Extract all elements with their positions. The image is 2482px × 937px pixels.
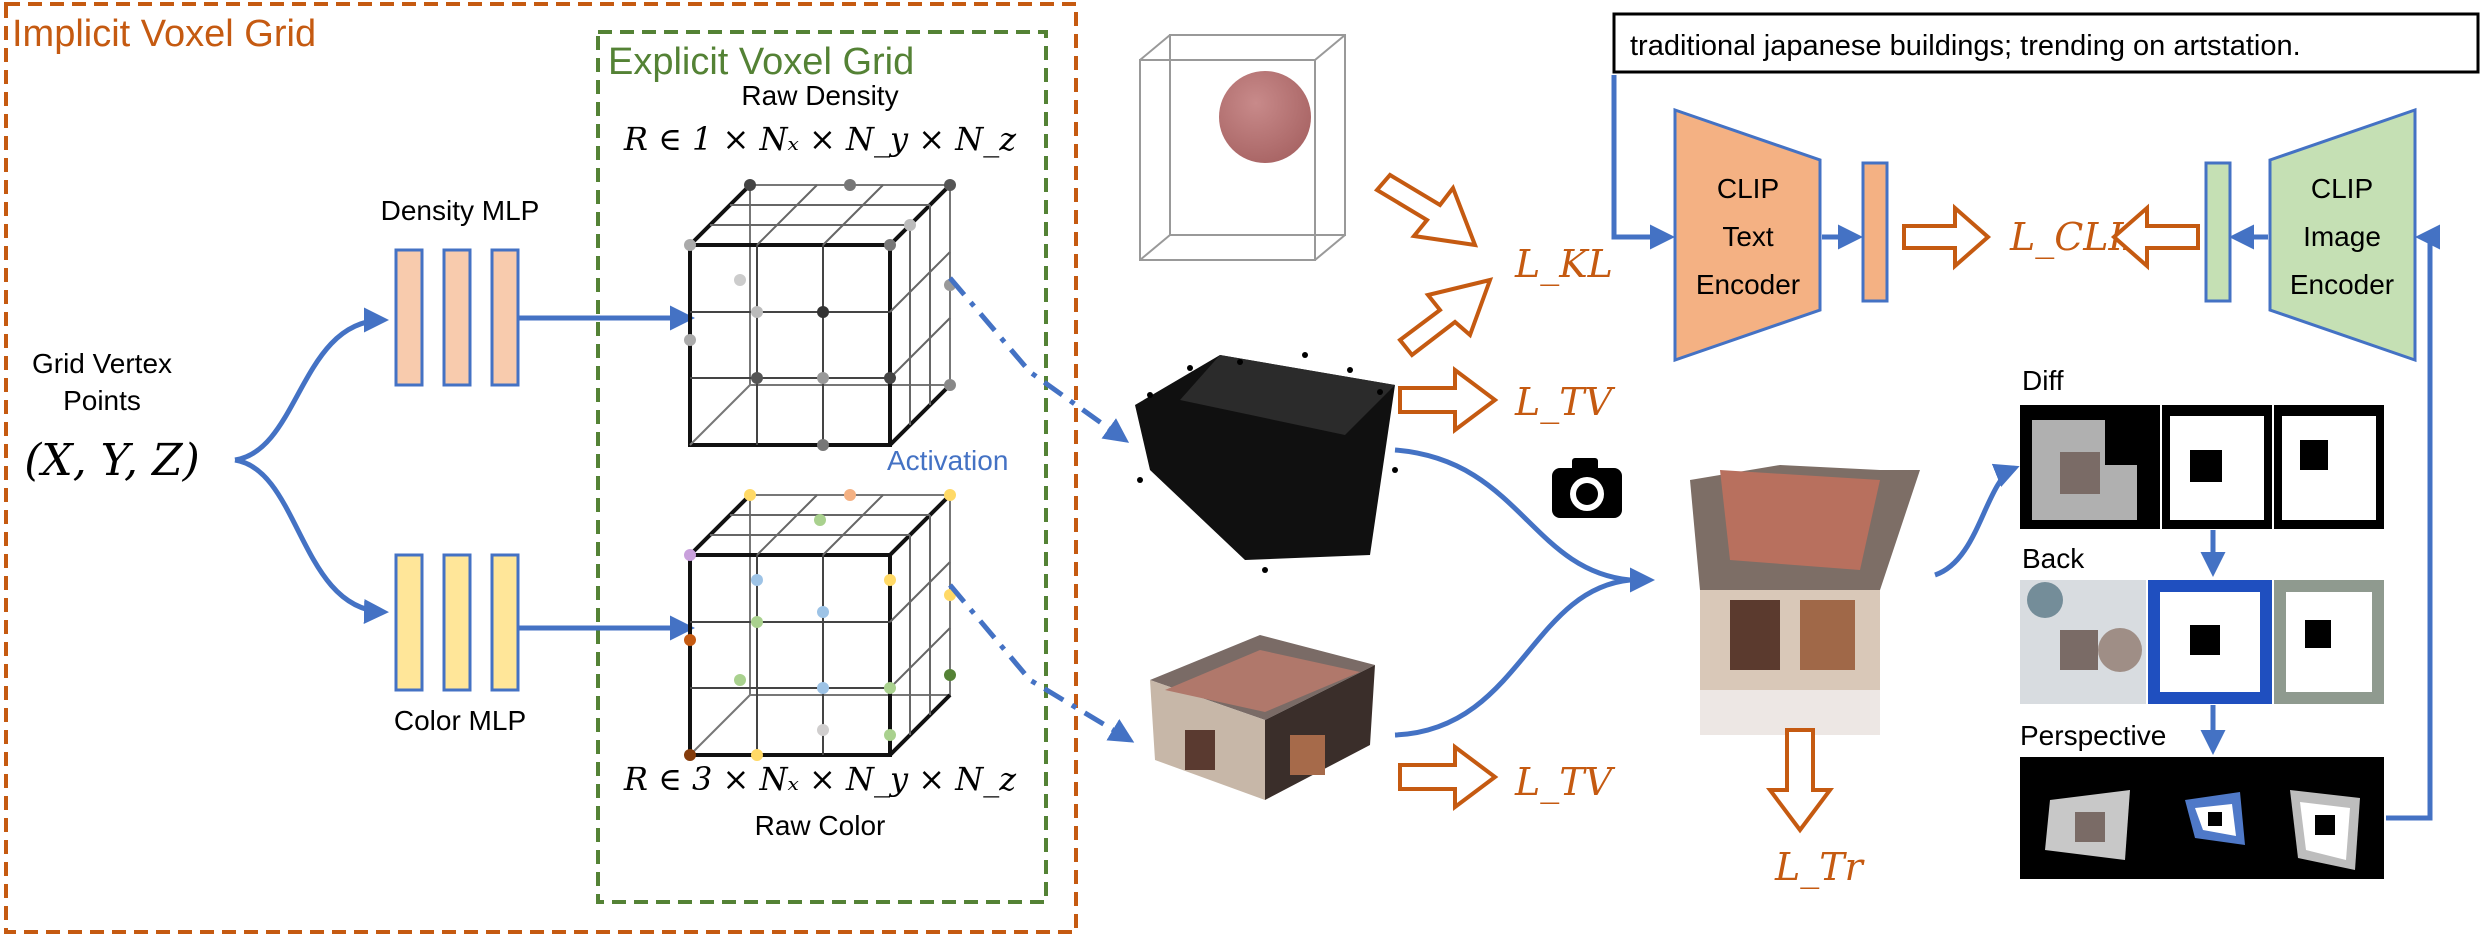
arrow-augment-to-image-encoder — [2386, 224, 2440, 821]
color-voxel-cube — [688, 493, 952, 757]
density-voxel-points — [684, 179, 956, 451]
loss-arrow-clip-right — [2110, 203, 2200, 271]
grid-vertex-coords: (X, Y, Z) — [24, 435, 200, 486]
arrow-activation-color — [948, 583, 1135, 743]
text-embedding — [1861, 161, 1889, 303]
rendered-house-image — [1690, 465, 1920, 735]
prompt-text: traditional japanese buildings; trending… — [1630, 30, 2301, 62]
loss-arrow-tr — [1766, 728, 1834, 834]
color-mlp-label: Color MLP — [394, 705, 526, 736]
loss-arrow-clip-left — [1902, 203, 1992, 271]
loss-tr: L_Tr — [1774, 845, 1866, 890]
arrow-density-to-render — [1394, 447, 1631, 583]
arrow-color-to-render — [1394, 577, 1631, 738]
loss-kl: L_KL — [1514, 242, 1613, 287]
clip-image-encoder-line2: Image — [2303, 221, 2381, 252]
clip-text-encoder-line3: Encoder — [1696, 269, 1800, 300]
clip-image-encoder-line3: Encoder — [2290, 269, 2394, 300]
augment-diff-row — [2020, 405, 2384, 529]
arrow-prompt-to-text-encoder — [1611, 75, 1675, 250]
clip-text-encoder — [1673, 107, 1822, 363]
prior-sphere — [1219, 71, 1311, 163]
augment-label-perspective: Perspective — [2020, 720, 2166, 751]
arrow-render-to-augment — [1934, 463, 2020, 578]
grid-vertex-label-line2: Points — [63, 385, 141, 416]
grid-vertex-label-line1: Grid Vertex — [32, 348, 172, 379]
density-mlp-label: Density MLP — [381, 195, 540, 226]
implicit-voxel-grid-frame — [4, 2, 1078, 934]
implicit-voxel-grid-title: Implicit Voxel Grid — [12, 13, 316, 55]
density-mlp-block — [394, 248, 520, 387]
raw-color-dims: R ∈ 3 × Nₓ × N_y × N_z — [623, 760, 1017, 798]
color-voxel-house-image — [1150, 635, 1375, 800]
color-voxel-points — [684, 489, 956, 761]
camera-icon — [1552, 458, 1622, 518]
loss-tv-density: L_TV — [1514, 380, 1616, 425]
augment-back-row — [2020, 580, 2384, 704]
explicit-voxel-grid-frame — [596, 30, 1048, 904]
prior-sphere-box — [1139, 34, 1346, 261]
arrow-activation-density — [948, 276, 1130, 443]
augment-label-back: Back — [2022, 543, 2085, 574]
raw-density-dims: R ∈ 1 × Nₓ × N_y × N_z — [623, 120, 1017, 158]
loss-tv-color: L_TV — [1514, 760, 1616, 805]
color-mlp-block — [394, 553, 520, 692]
prompt-box — [1612, 12, 2480, 74]
image-embedding — [2204, 161, 2232, 303]
loss-arrow-kl-2 — [1397, 277, 1494, 358]
loss-arrow-tv-color — [1398, 743, 1499, 811]
loss-arrow-tv-density — [1398, 366, 1499, 434]
raw-density-label: Raw Density — [741, 80, 898, 111]
explicit-voxel-grid-title: Explicit Voxel Grid — [608, 41, 914, 83]
activation-label: Activation — [887, 445, 1008, 476]
loss-arrow-kl-1 — [1373, 172, 1479, 248]
clip-image-encoder — [2268, 107, 2417, 363]
clip-text-encoder-line2: Text — [1722, 221, 1774, 252]
clip-image-encoder-line1: CLIP — [2311, 173, 2373, 204]
arrow-input-to-color-mlp — [234, 457, 389, 624]
augment-label-diff: Diff — [2022, 365, 2064, 396]
raw-color-label: Raw Color — [755, 810, 886, 841]
arrow-input-to-density-mlp — [234, 307, 389, 463]
clip-text-encoder-line1: CLIP — [1717, 173, 1779, 204]
density-point-cloud-image — [1135, 352, 1398, 573]
augment-perspective-row — [2020, 757, 2384, 879]
